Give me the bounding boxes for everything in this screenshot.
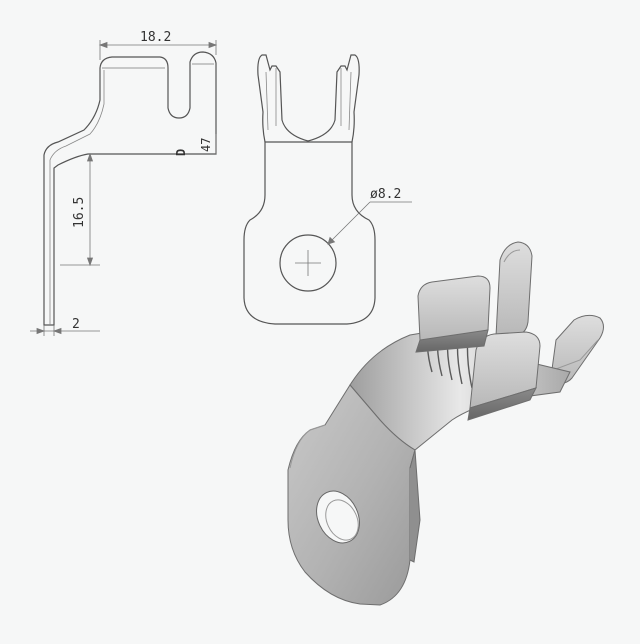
front-view-outline (243, 141, 376, 325)
front-crimp-tab (417, 275, 491, 341)
marker-label: D (174, 149, 188, 156)
hole-leader (327, 201, 412, 245)
hole-dimension-label: ø8.2 (370, 187, 401, 202)
mounting-hole (279, 234, 337, 292)
height-dimension-label: 16.5 (72, 197, 87, 228)
terminal-3d-render (287, 241, 604, 606)
width-dimension-label: 18.2 (140, 30, 171, 45)
side-view-dimensions (30, 40, 218, 336)
right-crimp-wing (307, 54, 360, 143)
rear-crimp-tab (495, 241, 533, 337)
mounting-plate (287, 384, 416, 606)
right-dimension-label: 47 (199, 138, 213, 152)
left-crimp-wing (257, 54, 309, 143)
side-view (43, 51, 217, 326)
side-view-leg (43, 51, 217, 326)
thickness-dimension-label: 2 (72, 317, 80, 332)
front-view (243, 54, 376, 325)
side-view-inner-line (49, 70, 105, 325)
